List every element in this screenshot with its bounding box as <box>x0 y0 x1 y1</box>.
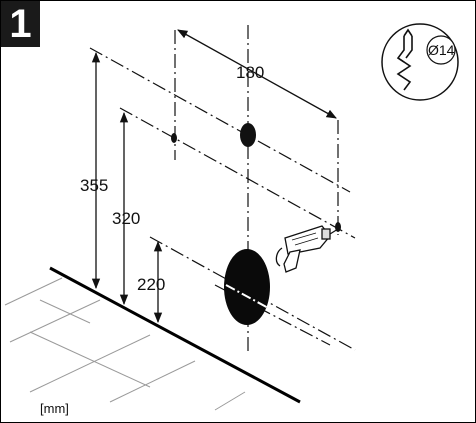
drill-bit-badge: Ø14 <box>381 23 459 101</box>
floor-line <box>49 266 301 404</box>
dimension-220-label: 220 <box>137 275 165 294</box>
drill-diameter-label: Ø14 <box>428 42 455 58</box>
small-hole-left <box>171 133 177 143</box>
large-opening <box>224 249 270 325</box>
drill-bit-icon <box>396 28 413 91</box>
unit-label: [mm] <box>40 401 69 416</box>
dimension-320-label: 320 <box>112 209 140 228</box>
dimension-arrows <box>91 29 337 324</box>
construction-lines <box>89 25 356 352</box>
hole-center-upper <box>240 123 256 147</box>
power-drill-icon <box>275 225 339 273</box>
step-number-badge: 1 <box>1 1 40 47</box>
drill-holes <box>171 123 341 325</box>
dimension-355-label: 355 <box>80 176 108 195</box>
floor-grid <box>4 277 246 411</box>
dimension-180-label: 180 <box>236 63 264 82</box>
